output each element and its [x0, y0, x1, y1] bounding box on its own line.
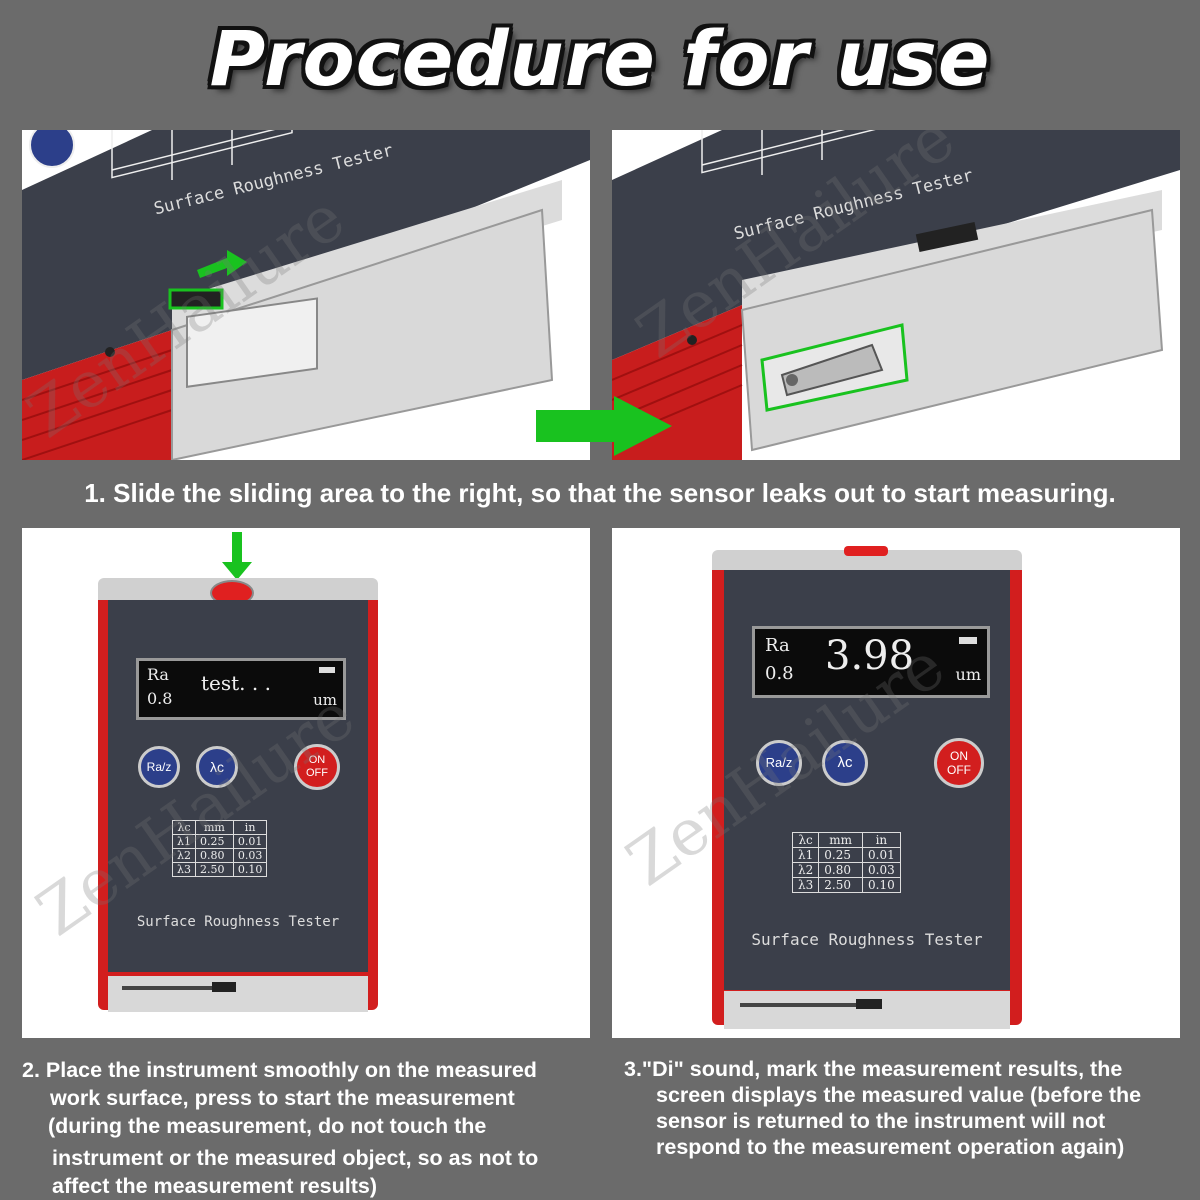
device-name-label: Surface Roughness Tester: [751, 930, 983, 949]
battery-icon: [959, 637, 977, 644]
battery-icon: [319, 667, 335, 673]
ra-z-button[interactable]: Ra/z: [756, 740, 802, 786]
lcd-unit: um: [313, 691, 337, 709]
table-cell: 2.50: [194, 862, 234, 877]
device-name-label: Surface Roughness Tester: [136, 914, 340, 930]
table-cell: λ3: [791, 877, 820, 893]
table-cell: λ3: [172, 862, 196, 877]
step1-after-image: Surface Roughness Tester ZenHailure: [612, 130, 1180, 460]
arrow-right-icon: [536, 396, 672, 456]
on-off-button[interactable]: ON OFF: [934, 738, 984, 788]
ra-z-button[interactable]: Ra/z: [138, 746, 180, 788]
caption-line: 2. Place the instrument smoothly on the …: [22, 1058, 537, 1082]
lcd-value: 3.98: [825, 633, 915, 679]
lambda-c-button[interactable]: λc: [822, 740, 868, 786]
table-header: mm: [194, 820, 234, 835]
caption-line: screen displays the measured value (befo…: [656, 1083, 1142, 1107]
table-header: λc: [791, 832, 820, 848]
table-header: in: [232, 820, 268, 835]
arrow-down-icon: [222, 532, 252, 580]
table-header: mm: [818, 832, 864, 848]
lcd-param: Ra: [765, 635, 790, 656]
lcd-param: Ra: [147, 665, 169, 684]
tester-open-illustration: [612, 130, 1180, 460]
table-cell: 0.10: [862, 877, 901, 893]
lcd-screen: Ra 0.8 3.98 um: [752, 626, 990, 698]
slider-handle[interactable]: [212, 982, 236, 992]
table-cell: λ2: [791, 862, 820, 878]
tester-closed-illustration: [22, 130, 590, 460]
step1-caption: 1. Slide the sliding area to the right, …: [84, 478, 1116, 508]
table-cell: 0.01: [232, 834, 268, 849]
table-cell: 0.80: [194, 848, 234, 863]
step2-caption: 2. Place the instrument smoothly on the …: [22, 1056, 612, 1200]
power-button-top: [844, 546, 888, 556]
lcd-cutoff: 0.8: [765, 663, 794, 684]
slider-handle[interactable]: [856, 999, 882, 1009]
table-cell: 0.03: [232, 848, 268, 863]
table-cell: 0.25: [818, 847, 864, 863]
table-cell: λ2: [172, 848, 196, 863]
table-cell: 0.80: [818, 862, 864, 878]
table-cell: 2.50: [818, 877, 864, 893]
slider-track[interactable]: [724, 991, 1010, 1029]
off-label: OFF: [947, 763, 971, 777]
on-off-button[interactable]: ON OFF: [294, 744, 340, 790]
lcd-screen: Ra 0.8 test. . . um: [136, 658, 346, 720]
lcd-unit: um: [955, 665, 981, 684]
slider-track[interactable]: [108, 976, 368, 1012]
lcd-status: test. . .: [201, 671, 271, 695]
caption-line: (during the measurement, do not touch th…: [48, 1114, 487, 1138]
table-header: λc: [172, 820, 196, 835]
step1-before-image: Surface Roughness Tester ZenHailure: [22, 130, 590, 460]
table-cell: 0.25: [194, 834, 234, 849]
caption-line: 3."Di" sound, mark the measurement resul…: [624, 1057, 1123, 1081]
table-cell: λ1: [172, 834, 196, 849]
table-cell: 0.03: [862, 862, 901, 878]
table-cell: λ1: [791, 847, 820, 863]
table-header: in: [862, 832, 901, 848]
caption-line: respond to the measurement operation aga…: [656, 1135, 1125, 1159]
table-cell: 0.01: [862, 847, 901, 863]
on-label: ON: [308, 754, 326, 766]
off-label: OFF: [306, 767, 328, 779]
on-label: ON: [950, 749, 968, 763]
lambda-c-button[interactable]: λc: [196, 746, 238, 788]
step3-caption: 3."Di" sound, mark the measurement resul…: [624, 1056, 1200, 1160]
caption-line: work surface, press to start the measure…: [50, 1086, 515, 1110]
table-cell: 0.10: [232, 862, 268, 877]
caption-line: instrument or the measured object, so as…: [52, 1146, 539, 1170]
page-title: Procedure for use: [209, 14, 991, 103]
caption-line: sensor is returned to the instrument wil…: [656, 1109, 1106, 1133]
caption-line: affect the measurement results): [52, 1174, 377, 1198]
lcd-cutoff: 0.8: [147, 689, 173, 708]
